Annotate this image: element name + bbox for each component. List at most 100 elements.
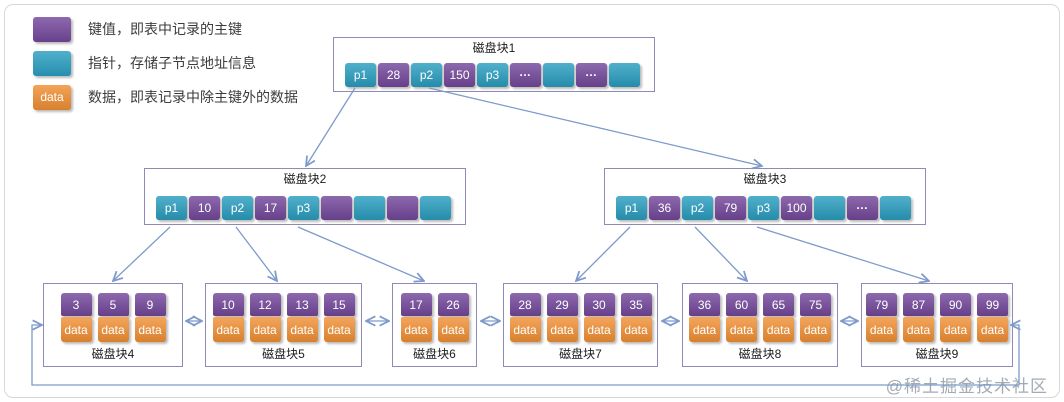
data-cell: data — [286, 317, 318, 342]
key-cell: 35 — [620, 293, 652, 316]
block-title: 磁盘块7 — [559, 347, 602, 361]
key-cell: 30 — [583, 293, 615, 316]
block-title: 磁盘块2 — [283, 172, 327, 186]
block-title: 磁盘块1 — [472, 41, 516, 55]
pointer-cell — [420, 196, 451, 220]
key-cell: … — [576, 63, 607, 87]
legend-item-data: data 数据，即表记录中除主键外的数据 — [33, 84, 298, 110]
key-cell: … — [510, 63, 541, 87]
data-cell: data — [866, 317, 897, 342]
key-cell: 79 — [715, 196, 746, 220]
pointer-cell: p1 — [616, 196, 647, 220]
arrow-block3-to-block8 — [694, 226, 747, 281]
key-cell: 65 — [763, 293, 794, 316]
key-cell: 3 — [60, 293, 92, 316]
key-cell: 60 — [726, 293, 757, 316]
arrow-root-to-block2 — [306, 87, 356, 166]
arrow-block3-to-block9 — [756, 226, 929, 281]
data-cell: data — [509, 317, 541, 342]
arrow-block3-to-block7 — [576, 226, 631, 281]
data-cell: data — [726, 317, 757, 342]
key-cell: 12 — [249, 293, 281, 316]
key-cell: 36 — [649, 196, 680, 220]
key-cell: 15 — [323, 293, 355, 316]
data-cell: data — [903, 317, 934, 342]
pointer-cell: p3 — [288, 196, 319, 220]
data-cell: data — [437, 317, 469, 342]
key-cell: 9 — [134, 293, 166, 316]
data-cell: data — [940, 317, 971, 342]
legend: 键值，即表中记录的主键 指针，存储子节点地址信息 data 数据，即表记录中除主… — [33, 16, 298, 118]
key-cell: 36 — [689, 293, 720, 316]
pointer-cell: p3 — [748, 196, 779, 220]
key-cell: 17 — [255, 196, 286, 220]
key-cell — [321, 196, 352, 220]
data-cell: data — [97, 317, 129, 342]
pointer-cell — [354, 196, 385, 220]
key-cell: 99 — [977, 293, 1008, 316]
key-cell: 28 — [378, 63, 409, 87]
pointer-cell — [880, 196, 911, 220]
data-cell: data — [800, 317, 831, 342]
data-cell: data — [60, 317, 92, 342]
pointer-cell: p3 — [477, 63, 508, 87]
pointer-cell: p2 — [411, 63, 442, 87]
data-cell: data — [134, 317, 166, 342]
arrow-root-to-block3 — [428, 87, 762, 166]
data-cell: data — [763, 317, 794, 342]
pointer-cell — [609, 63, 640, 87]
key-cell: 26 — [437, 293, 469, 316]
data-swatch-icon: data — [33, 84, 71, 110]
legend-label: 指针，存储子节点地址信息 — [88, 55, 256, 71]
pointer-swatch-icon — [33, 50, 71, 76]
key-cell: 87 — [903, 293, 934, 316]
key-cell: 5 — [97, 293, 129, 316]
key-cell: 28 — [509, 293, 541, 316]
key-swatch-icon — [33, 16, 71, 42]
block-title: 磁盘块4 — [91, 347, 135, 361]
watermark: @稀土掘金技术社区 — [885, 377, 1048, 396]
legend-item-pointer: 指针，存储子节点地址信息 — [33, 50, 298, 76]
data-cell: data — [689, 317, 720, 342]
key-cell: 150 — [444, 63, 475, 87]
key-cell: 75 — [800, 293, 831, 316]
pointer-cell — [543, 63, 574, 87]
block-title: 磁盘块5 — [262, 347, 305, 361]
data-cell: data — [212, 317, 244, 342]
key-cell: 17 — [400, 293, 432, 316]
data-cell: data — [400, 317, 432, 342]
key-cell: 79 — [866, 293, 897, 316]
block-title: 磁盘块6 — [413, 347, 456, 361]
arrow-block2-to-block6 — [297, 226, 424, 281]
legend-label: 键值，即表中记录的主键 — [88, 21, 242, 37]
